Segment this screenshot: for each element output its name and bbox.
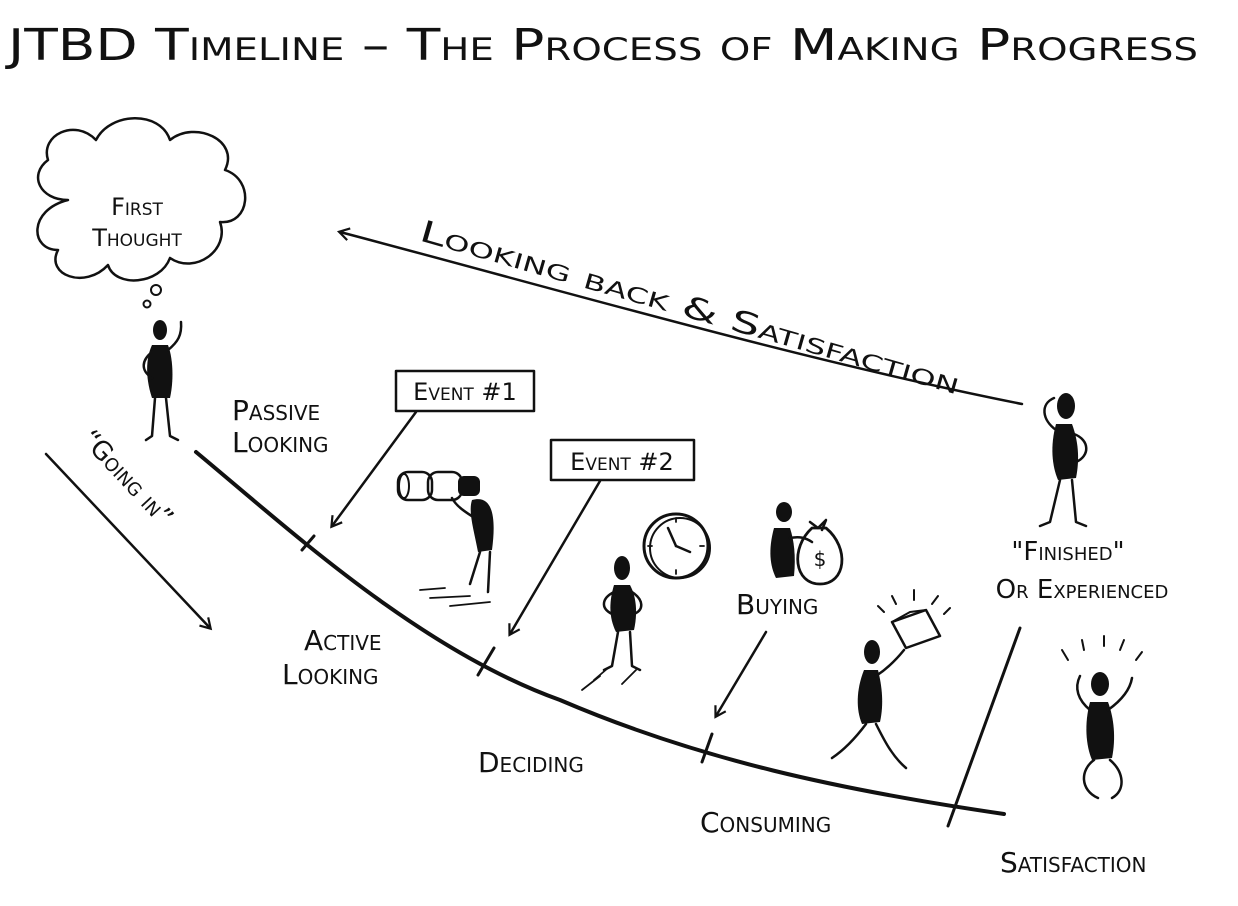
tick-active-looking	[300, 534, 316, 552]
thought-cloud: First Thought	[36, 117, 247, 309]
event-2-box	[549, 438, 696, 482]
binoculars-person-figure	[396, 470, 494, 607]
event-2-label: Event #2	[570, 448, 674, 476]
looking-back-arrow	[336, 227, 1024, 406]
event-1-arrow	[330, 410, 418, 529]
satisfaction-label: Satisfaction	[1000, 846, 1147, 879]
tick-deciding	[476, 646, 496, 677]
tick-satisfaction	[946, 626, 1022, 828]
going-in-label: “Going in”	[75, 424, 179, 532]
timeline-curve	[194, 450, 1006, 816]
satisfied-person-figure	[1061, 635, 1143, 800]
active-looking-line1: Active	[304, 624, 382, 657]
event-1-box	[394, 369, 536, 413]
deciding-label: Deciding	[478, 746, 584, 779]
money-bag-dollar: $	[814, 547, 827, 571]
event-1-label: Event #1	[413, 378, 517, 406]
event-2-arrow	[508, 479, 602, 637]
tick-consuming	[700, 732, 714, 764]
active-looking-line2: Looking	[282, 658, 379, 691]
passive-looking-line1: Passive	[232, 394, 320, 427]
looking-back-label: Looking back & Satisfaction	[416, 214, 964, 402]
looking-back-person-figure	[1038, 393, 1088, 528]
passive-looking-line2: Looking	[232, 426, 329, 459]
buying-person-figure	[770, 502, 814, 578]
finished-line2: Or Experienced	[996, 575, 1169, 605]
deciding-person-figure	[581, 556, 643, 691]
first-thought-line2: Thought	[91, 224, 182, 252]
going-in-arrow	[44, 452, 213, 631]
money-bag-icon: $	[796, 518, 844, 586]
buying-arrow	[714, 630, 768, 719]
finished-line1: "Finished"	[1011, 537, 1124, 567]
first-thought-line1: First	[111, 193, 163, 221]
buying-label: Buying	[736, 588, 818, 621]
diagram-title: JTBD Timeline – The Process of Making Pr…	[4, 20, 1198, 71]
thinking-person-figure	[142, 320, 183, 442]
box-carrying-person-figure	[830, 589, 951, 770]
clock-icon	[642, 512, 711, 580]
consuming-label: Consuming	[700, 806, 831, 839]
